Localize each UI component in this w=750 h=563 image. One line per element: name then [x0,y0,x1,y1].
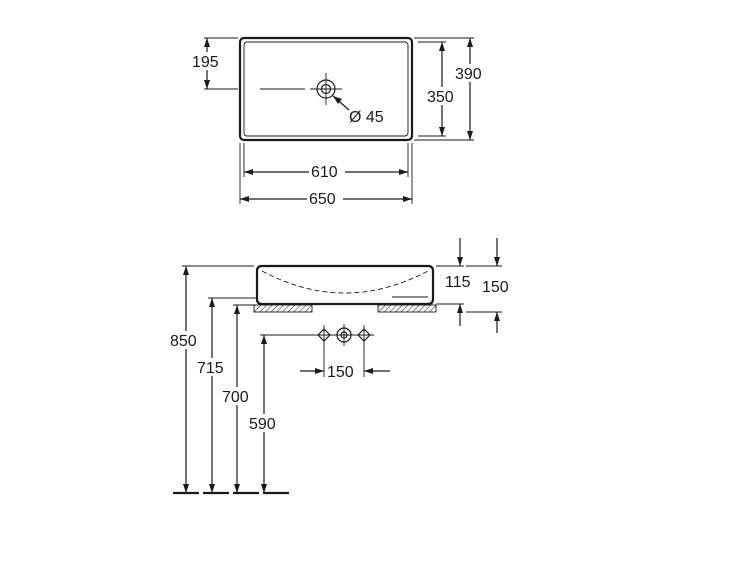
valve-symbols [314,324,374,346]
dim-115-label: 115 [445,274,471,291]
dim-115: 115 [436,238,471,326]
dim-390: 390 [414,37,487,141]
drain-symbol [260,73,342,105]
dim-150-height: 150 [466,238,509,333]
dim-850-label: 850 [170,333,197,350]
basin-inner-outline [243,41,409,137]
counter-left [253,304,313,313]
dim-850: 850 [168,265,254,493]
dim-150-height-label: 150 [482,279,509,296]
dim-715: 715 [196,297,256,493]
dim-tap-150: 150 [300,343,390,381]
dim-195: 195 [192,37,238,90]
dim-610: 610 [243,143,409,181]
dim-650-label: 650 [309,191,336,208]
dim-590-label: 590 [249,416,276,433]
dim-tap-150-label: 150 [327,364,354,381]
dim-650: 650 [239,143,413,208]
dim-350-label: 350 [427,89,454,106]
basin-outer-outline [238,36,414,142]
dim-390-label: 390 [455,66,482,83]
dim-610-label: 610 [311,164,338,181]
dim-700: 700 [221,304,256,493]
side-view: 150 115 150 [168,238,509,495]
dim-350: 350 [418,41,459,137]
dim-700-label: 700 [222,389,249,406]
basin-side-profile [255,264,435,306]
basin-bowl-hidden-line [261,270,429,294]
counter-right [377,304,437,313]
dim-195-label: 195 [192,54,219,71]
top-view: Ø 45 195 390 [192,36,487,208]
dim-715-label: 715 [197,360,224,377]
drain-diameter-label: Ø 45 [349,109,384,126]
dim-590: 590 [248,334,316,493]
